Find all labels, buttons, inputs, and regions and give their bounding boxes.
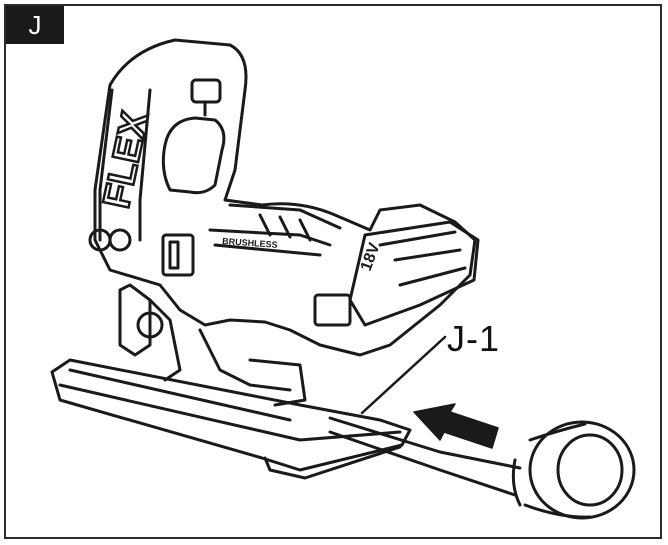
leader-line (360, 335, 447, 415)
figure-badge: J (6, 6, 64, 44)
dust-adapter (328, 416, 522, 470)
motor-label: BRUSHLESS (222, 236, 278, 250)
tool-housing (93, 38, 477, 357)
callout-label: J-1 (447, 318, 501, 359)
insert-arrow-icon (413, 403, 499, 449)
